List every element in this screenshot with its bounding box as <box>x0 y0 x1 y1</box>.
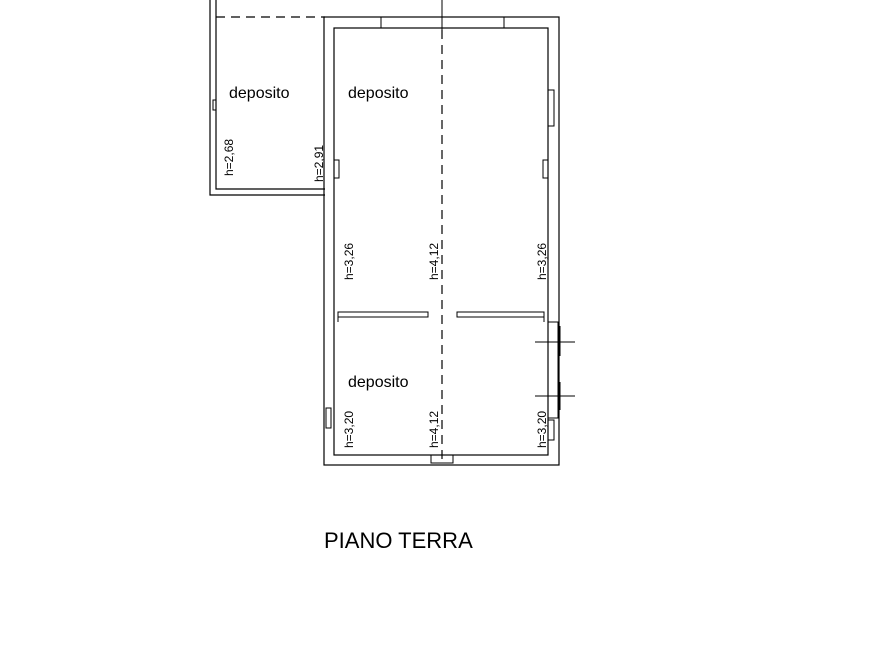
height-label: h=3,20 <box>342 411 356 448</box>
room-label-upper: deposito <box>348 85 409 102</box>
height-label: h=3,26 <box>535 243 549 280</box>
room-label-annex: deposito <box>229 85 290 102</box>
plan-title: PIANO TERRA <box>324 528 473 553</box>
section-markers <box>535 326 575 410</box>
openings <box>325 17 559 464</box>
height-label: h=3,26 <box>342 243 356 280</box>
height-label: h=2,68 <box>222 139 236 176</box>
height-label: h=2,91 <box>312 145 326 182</box>
height-label: h=3,20 <box>535 411 549 448</box>
room-label-lower: deposito <box>348 374 409 391</box>
height-label: h=4,12 <box>427 243 441 280</box>
height-label: h=4,12 <box>427 411 441 448</box>
annex-walls <box>209 0 325 196</box>
